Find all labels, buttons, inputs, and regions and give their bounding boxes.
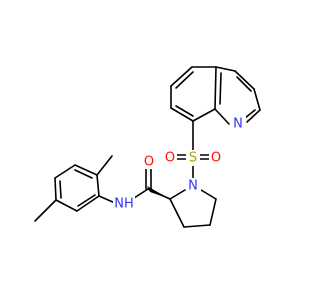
bond bbox=[170, 107, 194, 122]
bond bbox=[74, 164, 98, 176]
bond bbox=[169, 189, 186, 200]
bond bbox=[170, 66, 193, 87]
bond bbox=[98, 195, 116, 204]
bond bbox=[54, 164, 76, 179]
bond bbox=[214, 108, 230, 125]
amide-oxygen-label: O bbox=[144, 155, 154, 170]
atom-label-layer: N S O O N O NH bbox=[113, 115, 246, 212]
bond bbox=[169, 198, 185, 228]
bond-layer bbox=[34, 66, 261, 228]
bond bbox=[246, 109, 261, 123]
bond bbox=[234, 70, 255, 90]
molecule-structure: N S O O N O NH bbox=[34, 66, 261, 228]
sulfonyl-oxygen-left-label: O bbox=[165, 151, 175, 166]
bond bbox=[34, 199, 57, 222]
quinoline-nitrogen-label: N bbox=[233, 117, 243, 132]
bond bbox=[253, 88, 261, 111]
bond bbox=[215, 66, 236, 72]
bond bbox=[96, 155, 113, 176]
bond bbox=[244, 109, 256, 119]
bond bbox=[74, 169, 93, 179]
pyrrolidine-nitrogen-label: N bbox=[188, 179, 198, 194]
bond bbox=[77, 194, 96, 207]
bond bbox=[219, 72, 222, 105]
bond bbox=[76, 195, 100, 212]
bond bbox=[192, 108, 216, 122]
bond bbox=[214, 66, 217, 110]
bond bbox=[96, 174, 100, 197]
stereo-wedge bbox=[147, 186, 170, 199]
bond bbox=[59, 180, 62, 199]
bond bbox=[55, 199, 78, 212]
bond bbox=[209, 198, 217, 226]
bond bbox=[175, 71, 194, 89]
amide-nh-label: NH bbox=[114, 197, 134, 212]
bond bbox=[200, 189, 217, 200]
bond bbox=[183, 224, 211, 228]
bond bbox=[236, 76, 252, 92]
sulfur-label: S bbox=[189, 151, 197, 166]
bond bbox=[175, 105, 194, 117]
bond bbox=[54, 177, 57, 201]
sulfonyl-oxygen-right-label: O bbox=[211, 151, 221, 166]
